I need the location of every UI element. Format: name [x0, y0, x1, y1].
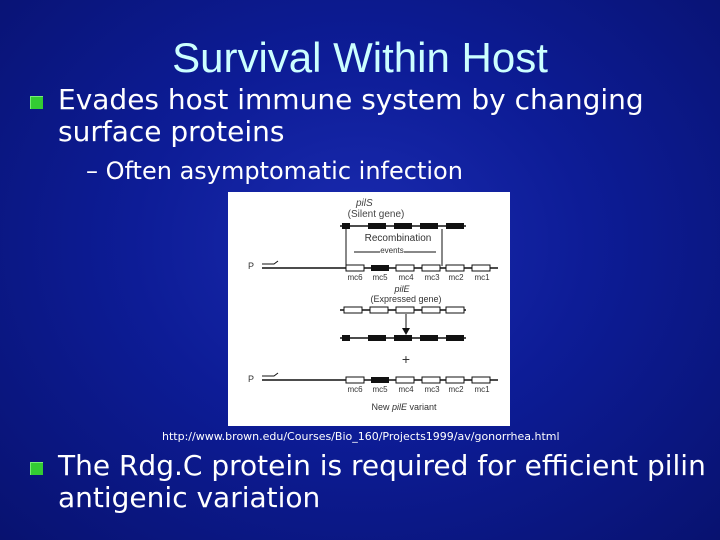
source-url-caption: http://www.brown.edu/Courses/Bio_160/Pro…: [162, 430, 560, 443]
mc2-label-2: mc2: [448, 385, 464, 394]
bullet-square-icon: [30, 462, 43, 475]
mc4-label-1: mc4: [398, 273, 414, 282]
mc6-label-2: mc6: [347, 385, 363, 394]
promoter-label-2: P: [248, 374, 254, 384]
recombination-label: Recombination: [365, 233, 432, 244]
bullet-rdgc-text: The Rdg.C protein is required for effici…: [58, 449, 706, 514]
bullet-evades-text: Evades host immune system by changing su…: [58, 83, 644, 148]
mc5-label-2: mc5: [372, 385, 388, 394]
expressed-gene-label: (Expressed gene): [370, 294, 441, 304]
mc1-label-2: mc1: [474, 385, 490, 394]
mc5-label-1: mc5: [372, 273, 388, 282]
plus-sign: +: [402, 351, 410, 367]
sub-bullet-asymptomatic: – Often asymptomatic infection: [86, 157, 463, 185]
bullet-square-icon: [30, 96, 43, 109]
bullet-evades: Evades host immune system by changing su…: [30, 84, 710, 148]
mc6-label-1: mc6: [347, 273, 363, 282]
mc3-label-1: mc3: [424, 273, 440, 282]
silent-gene-label: (Silent gene): [348, 209, 405, 220]
pile-label: pilE: [393, 284, 410, 294]
bullet-rdgc: The Rdg.C protein is required for effici…: [30, 450, 710, 514]
mc1-label-1: mc1: [474, 273, 490, 282]
slide-title: Survival Within Host: [172, 34, 548, 81]
events-label: events: [380, 246, 404, 255]
mc4-label-2: mc4: [398, 385, 414, 394]
promoter-label-1: P: [248, 261, 254, 271]
mc3-label-2: mc3: [424, 385, 440, 394]
pils-label: pilS: [355, 198, 373, 209]
mc2-label-1: mc2: [448, 273, 464, 282]
pilin-recombination-figure: pilS (Silent gene) Recombination events …: [228, 192, 510, 426]
recombination-diagram: pilS (Silent gene) Recombination events …: [248, 198, 498, 412]
new-pile-variant-label: New pilE variant: [371, 402, 437, 412]
